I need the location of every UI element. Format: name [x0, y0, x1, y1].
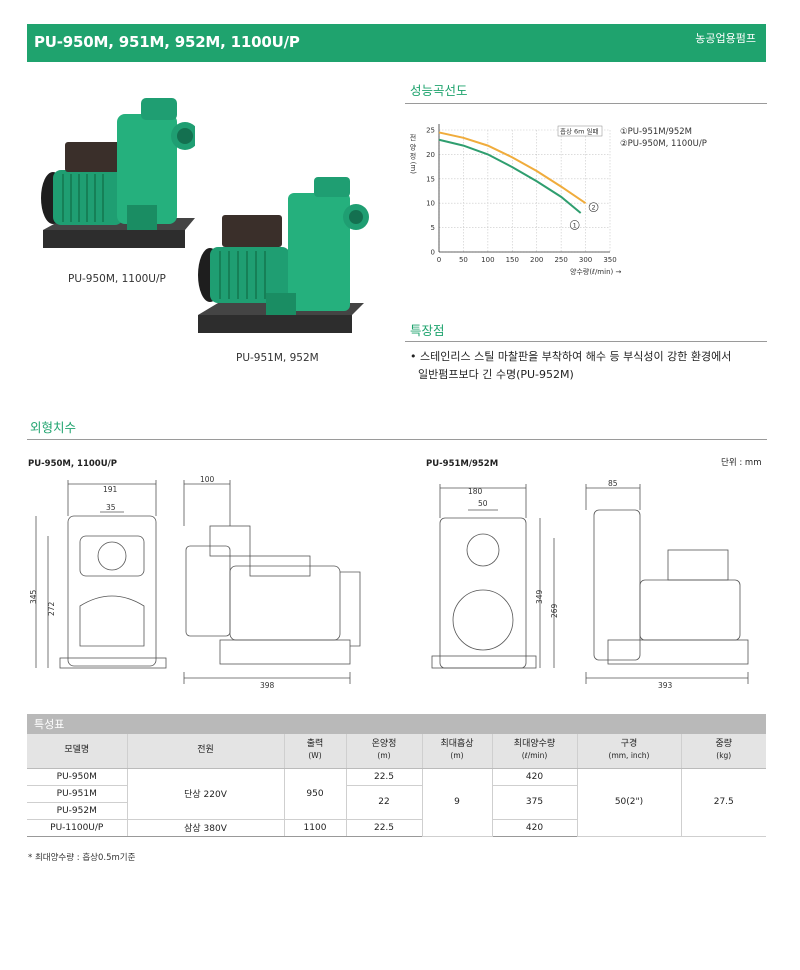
cell-weight: 27.5 — [680, 768, 766, 837]
pump-image-951m — [198, 177, 369, 333]
th-weight: 중량(kg) — [680, 734, 766, 769]
x-tick-label: 300 — [579, 256, 592, 264]
cell-model: PU-1100U/P — [27, 819, 127, 837]
series-marker-2 — [588, 202, 599, 212]
dimensions-title: 외형치수 — [30, 420, 77, 435]
y-tick-label: 5 — [431, 224, 435, 232]
cell-suction: 9 — [421, 768, 492, 837]
cell-head-c: 22.5 — [345, 819, 422, 837]
y-tick-label: 0 — [431, 249, 435, 257]
header-bar — [27, 24, 766, 62]
x-tick-label: 200 — [530, 256, 543, 264]
x-tick-label: 50 — [459, 256, 468, 264]
cell-power-single: 단상 220V — [126, 768, 284, 820]
th-flow: 최대양수량(ℓ/min) — [491, 734, 577, 769]
y-tick-label: 10 — [426, 200, 435, 208]
spec-title-bar — [27, 714, 766, 734]
spec-header-row: 모델명 전원 출력(W) 온양정(m) 최대흡상(m) 최대양수량(ℓ/min)… — [27, 734, 766, 769]
dim-label-left: PU-950M, 1100U/P — [28, 459, 117, 469]
table-row: PU-950M 단상 220V 950 22.5 9 420 50(2") 27… — [27, 768, 766, 837]
th-model: 모델명 — [27, 734, 127, 769]
series-line-2 — [438, 131, 587, 205]
cell-output-950: 950 — [283, 768, 346, 820]
series-marker-label-2: 2 — [592, 204, 596, 212]
y-axis-label: 전 양 정 (m) — [409, 133, 417, 174]
dimension-drawing-right: 180 50 349 269 85 393 — [431, 480, 749, 690]
chart-legend: ①PU-951M/952M ②PU-950M, 1100U/P — [620, 126, 707, 150]
series-marker-1 — [569, 220, 580, 230]
table-row: PU-952M — [27, 802, 766, 820]
dim-right-h2: 269 — [550, 603, 559, 618]
dim-left-side-w: 398 — [260, 681, 275, 690]
performance-divider — [405, 103, 767, 104]
dim-left-w: 191 — [103, 485, 118, 494]
chart-annotation: 흡상 6m 일때 — [560, 127, 599, 136]
cell-bore: 50(2") — [576, 768, 681, 837]
series-line-1 — [438, 138, 582, 214]
dim-left-h1: 345 — [29, 589, 38, 604]
category-label: 농공업용펌프 — [695, 32, 756, 45]
page-title: PU-950M, 951M, 952M, 1100U/P — [34, 33, 300, 51]
x-tick-label: 250 — [554, 256, 567, 264]
cell-model: PU-950M — [27, 768, 127, 786]
cell-model: PU-951M — [27, 785, 127, 803]
annotation-box — [557, 125, 603, 137]
features-divider — [405, 341, 767, 342]
x-tick-label: 150 — [506, 256, 519, 264]
dim-right-w: 180 — [468, 487, 483, 496]
table-row: PU-951M 22 375 — [27, 785, 766, 820]
dim-left-h2: 272 — [47, 601, 56, 616]
spec-table: 모델명 전원 출력(W) 온양정(m) 최대흡상(m) 최대양수량(ℓ/min)… — [27, 734, 766, 837]
footnote: * 최대양수량 : 흡상0.5m기준 — [28, 853, 136, 863]
th-suction: 최대흡상(m) — [421, 734, 492, 769]
dim-left-inner: 35 — [106, 503, 116, 512]
pump-image-950m — [41, 98, 195, 248]
dim-right-inner: 50 — [478, 499, 488, 508]
table-row: PU-1100U/P 삼상 380V 1100 22.5 420 — [27, 819, 766, 837]
th-head: 온양정(m) — [345, 734, 422, 769]
x-tick-label: 100 — [481, 256, 494, 264]
dim-right-side-w: 393 — [658, 681, 673, 690]
x-axis-label: 양수량(ℓ/min) → — [570, 268, 621, 276]
cell-output-1100: 1100 — [283, 819, 346, 837]
th-bore: 구경(mm, inch) — [576, 734, 681, 769]
unit-label: 단위 : mm — [721, 458, 762, 468]
series-marker-label-1: 1 — [573, 221, 577, 229]
y-tick-label: 20 — [426, 151, 435, 159]
cell-power-three: 삼상 380V — [126, 819, 284, 837]
legend-item-2: ②PU-950M, 1100U/P — [620, 139, 707, 149]
dimension-drawing-left: 191 35 345 272 100 398 — [29, 476, 361, 690]
product-caption-1: PU-950M, 1100U/P — [68, 273, 166, 285]
feature-text: • 스테인리스 스틸 마찰판을 부착하여 해수 등 부식성이 강한 환경에서 일… — [410, 348, 760, 384]
product-caption-2: PU-951M, 952M — [236, 352, 319, 364]
cell-flow-c: 420 — [491, 819, 577, 837]
cell-head-b: 22 — [345, 785, 422, 820]
feature-line-2: 일반펌프보다 긴 수명(PU-952M) — [418, 368, 574, 381]
y-tick-label: 25 — [426, 127, 435, 135]
cell-model: PU-952M — [27, 802, 127, 820]
dimensions-divider — [27, 439, 767, 440]
legend-item-1: ①PU-951M/952M — [620, 127, 693, 137]
th-output: 출력(W) — [283, 734, 346, 769]
x-tick-label: 0 — [437, 256, 441, 264]
cell-head-a: 22.5 — [345, 768, 422, 786]
dim-label-right: PU-951M/952M — [426, 459, 499, 469]
spec-title: 특성표 — [34, 718, 65, 731]
y-tick-label: 15 — [426, 175, 435, 183]
performance-title: 성능곡선도 — [410, 83, 468, 98]
features-title: 특장점 — [410, 323, 445, 338]
feature-line-1: • 스테인리스 스틸 마찰판을 부착하여 해수 등 부식성이 강한 환경에서 — [410, 350, 732, 363]
dim-left-side-top: 100 — [200, 476, 215, 484]
dim-right-h1: 349 — [535, 589, 544, 604]
x-tick-label: 350 — [603, 256, 616, 264]
cell-flow-a: 420 — [491, 768, 577, 786]
dim-right-side-top: 85 — [608, 480, 618, 488]
th-power: 전원 — [126, 734, 284, 769]
cell-flow-b: 375 — [491, 785, 577, 820]
